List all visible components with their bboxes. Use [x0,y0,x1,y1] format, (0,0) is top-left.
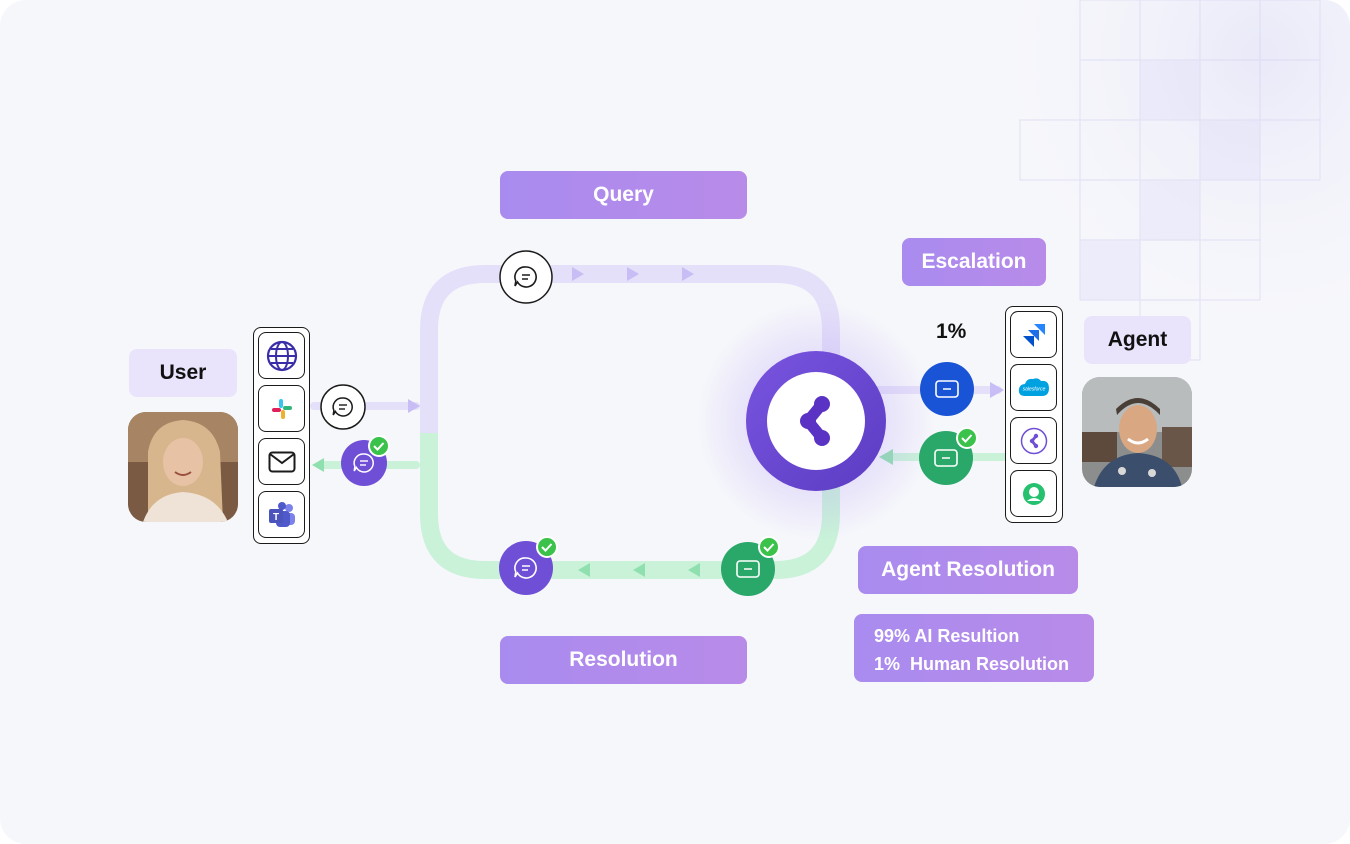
escalation-ticket-bubble [920,362,974,416]
platform-icon [1020,427,1047,454]
agent-label: Agent [1084,316,1191,364]
user-avatar [128,412,238,522]
channel-teams[interactable]: T [258,491,305,538]
freshdesk-icon [1022,482,1045,505]
teams-icon: T [268,501,295,527]
human-resolution-stat: 1% Human Resolution [874,654,1070,674]
channel-email[interactable] [258,438,305,485]
channel-slack[interactable] [258,385,305,432]
salesforce-wordmark: salesforce [1022,386,1045,392]
escalation-percent: 1% [936,320,967,343]
user-resolved-bubble [341,435,390,486]
tool-freshdesk[interactable] [1010,470,1057,517]
agent-avatar [1082,377,1192,487]
arrow-left [312,458,324,472]
arrow-right [408,399,420,413]
ai-resolution-stat: 99% AI Resultion [874,626,1020,646]
salesforce-icon: salesforce [1018,377,1049,396]
user-message-bubble [320,384,366,430]
resolution-ticket-bubble [721,536,780,596]
query-label: Query [500,171,747,219]
user-label: User [129,349,237,397]
resolution-message-bubble [499,536,558,595]
agent-resolution-label: Agent Resolution [858,546,1078,594]
channel-web[interactable] [258,332,305,379]
arrow-left [688,563,700,577]
mail-icon [268,451,295,472]
arrow-right [682,267,694,281]
tool-platform[interactable] [1010,417,1057,464]
globe-icon [266,340,297,371]
arrow-right [990,382,1004,398]
arrow-right [572,267,584,281]
agent-return-ticket-bubble [919,427,978,485]
tool-jira[interactable] [1010,311,1057,358]
arrow-left [633,563,645,577]
user-channels: T [253,327,310,544]
arrow-right [627,267,639,281]
arrow-left [578,563,590,577]
platform-logo-icon [800,396,830,446]
escalation-label: Escalation [902,238,1046,286]
slack-icon [271,398,292,419]
resolution-stats: 99% AI Resultion 1% Human Resolution [854,614,1094,682]
tool-salesforce[interactable]: salesforce [1010,364,1057,411]
jira-icon [1022,323,1045,347]
query-message-bubble [499,250,553,304]
agent-tools: salesforce [1005,306,1063,523]
resolution-label: Resolution [500,636,747,684]
teams-letter: T [272,512,278,523]
